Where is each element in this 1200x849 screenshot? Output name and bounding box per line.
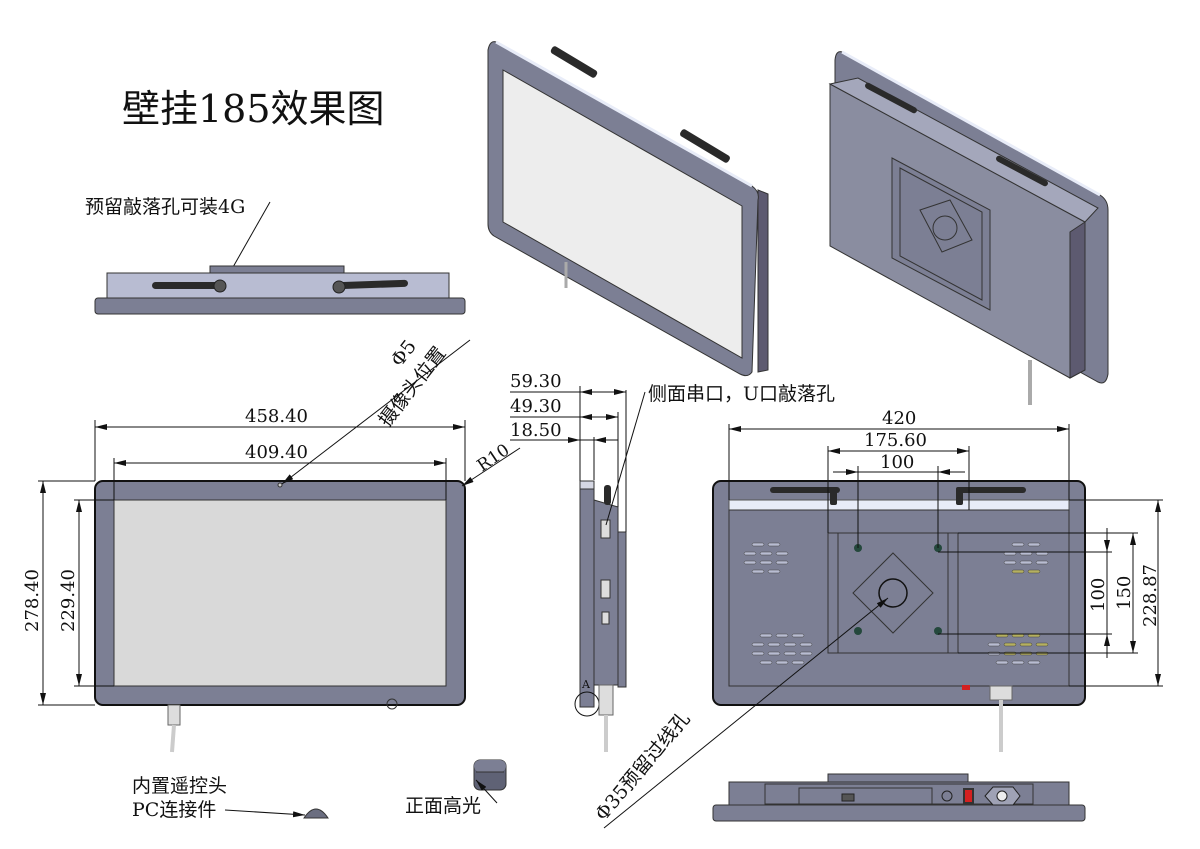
camera-icon	[277, 482, 283, 488]
dim-screen-height: 229.40	[58, 569, 79, 632]
remote-receiver-label-2: PC连接件	[132, 799, 216, 821]
dim-bracket-height: 150	[1114, 576, 1135, 610]
top-view: 预留敲落孔可装4G	[85, 196, 466, 315]
vesa-hole-icon	[854, 627, 862, 635]
dim-screen-width: 409.40	[245, 442, 308, 463]
antenna-knockout-label: 预留敲落孔可装4G	[85, 196, 245, 218]
bottom-view	[712, 773, 1086, 822]
corner-radius-label: R10	[474, 440, 514, 476]
dim-back-width: 420	[882, 408, 916, 429]
antenna-icon	[152, 279, 227, 293]
dim-vesa-vertical: 100	[1088, 578, 1109, 612]
ir-receiver-icon	[386, 698, 398, 710]
drawing-title: 壁挂185效果图	[122, 87, 385, 131]
back-view: 420 175.60 100 228.87 150 100 Φ35预留过线孔	[591, 408, 1163, 829]
power-indicator	[962, 685, 970, 690]
dim-back-height: 228.87	[1140, 564, 1161, 627]
front-gloss-label: 正面高光	[405, 795, 481, 817]
front-view: 458.40 409.40 278.40 229.40 Φ5 摄像头位置 R10	[22, 336, 521, 753]
isometric-back-view	[828, 50, 1109, 405]
isometric-front-view	[487, 40, 769, 377]
side-ports-label: 侧面串口，U口敲落孔	[648, 383, 835, 405]
power-switch-icon	[963, 788, 974, 804]
detail-callouts: 内置遥控头 PC连接件 正面高光	[132, 759, 507, 821]
dim-depth-front: 18.50	[510, 420, 562, 441]
detail-a-enlarged	[473, 759, 507, 791]
dim-depth-body: 49.30	[510, 396, 562, 417]
power-socket-icon	[984, 786, 1021, 806]
dim-overall-height: 278.40	[22, 569, 43, 632]
antenna-icon	[332, 279, 408, 294]
dim-depth-total: 59.30	[510, 371, 562, 392]
port-icon	[941, 790, 953, 802]
antenna-icon	[956, 487, 1026, 505]
dim-bracket-width: 175.60	[864, 430, 927, 451]
detail-marker: A	[581, 678, 591, 691]
vesa-hole-icon	[934, 627, 942, 635]
vga-port-icon	[841, 793, 855, 802]
dim-overall-width: 458.40	[245, 406, 308, 427]
remote-receiver-label-1: 内置遥控头	[132, 775, 227, 797]
side-view: A 59.30 49.30 18.50 侧面串口，U口敲落孔	[510, 371, 835, 752]
dim-vesa-horizontal: 100	[880, 452, 914, 473]
antenna-icon	[770, 487, 840, 505]
